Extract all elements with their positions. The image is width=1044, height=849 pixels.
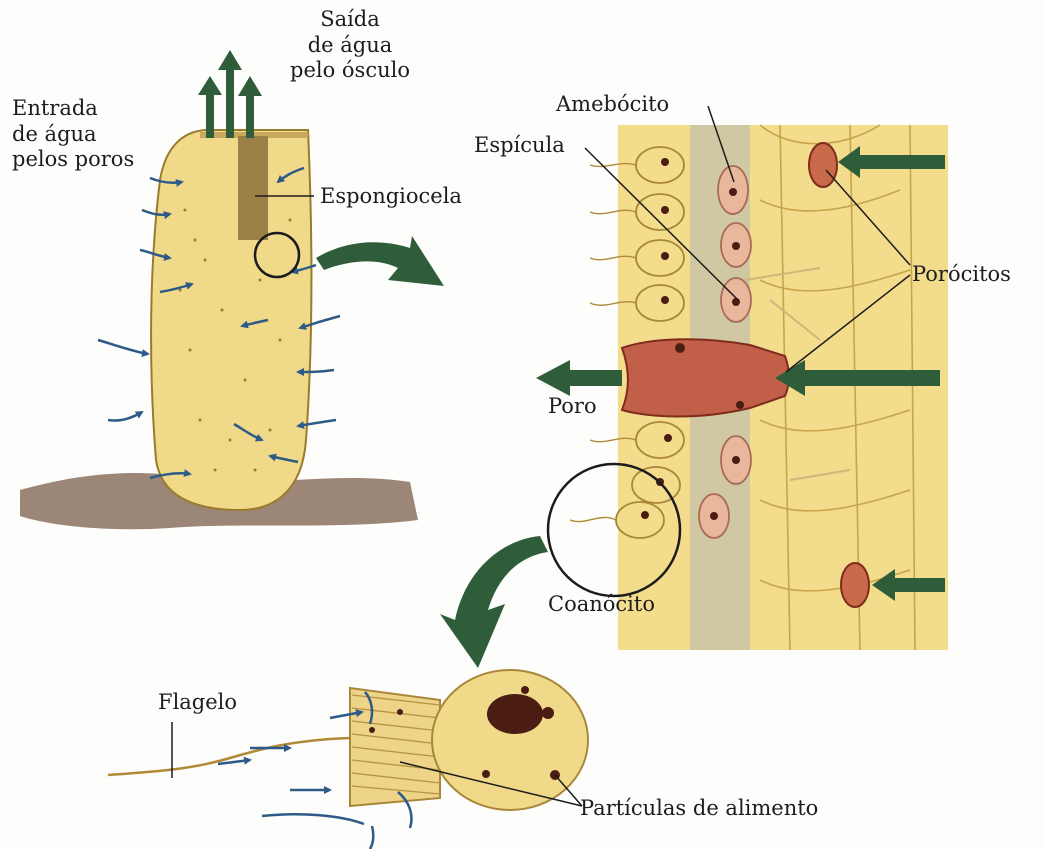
- flagellum: [108, 738, 350, 775]
- collar: [350, 688, 440, 806]
- osculum-exit-arrows: [198, 50, 262, 138]
- label-coanocito: Coanócito: [548, 592, 655, 618]
- nucleus: [487, 694, 543, 734]
- pore-tube-nucleus: [675, 343, 685, 353]
- label-entrada-text: Entrada de água pelos poros: [12, 96, 134, 173]
- spongocoel: [238, 136, 268, 240]
- zoom-arrow-right: [316, 236, 444, 286]
- label-porocitos: Porócitos: [912, 262, 1011, 288]
- label-amebocito: Amebócito: [556, 92, 669, 118]
- sponge-body: [151, 130, 311, 510]
- zoom-arrow-down: [440, 536, 548, 668]
- label-saida-text: Saída de água pelo ósculo: [290, 7, 410, 84]
- label-espicula: Espícula: [474, 133, 565, 159]
- porocyte-bottom: [841, 563, 869, 607]
- sponge-wall-section: [440, 106, 948, 668]
- label-poro: Poro: [548, 394, 597, 420]
- pore-tube-nucleus-2: [736, 401, 744, 409]
- label-particulas-de-alimento: Partículas de alimento: [580, 796, 818, 822]
- porocyte-top: [809, 143, 837, 187]
- label-saida-de-agua: Saída de água pelo ósculo: [290, 7, 410, 84]
- label-flagelo: Flagelo: [158, 690, 237, 716]
- label-espongiocela: Espongiocela: [320, 184, 462, 210]
- label-entrada-de-agua: Entrada de água pelos poros: [12, 96, 134, 173]
